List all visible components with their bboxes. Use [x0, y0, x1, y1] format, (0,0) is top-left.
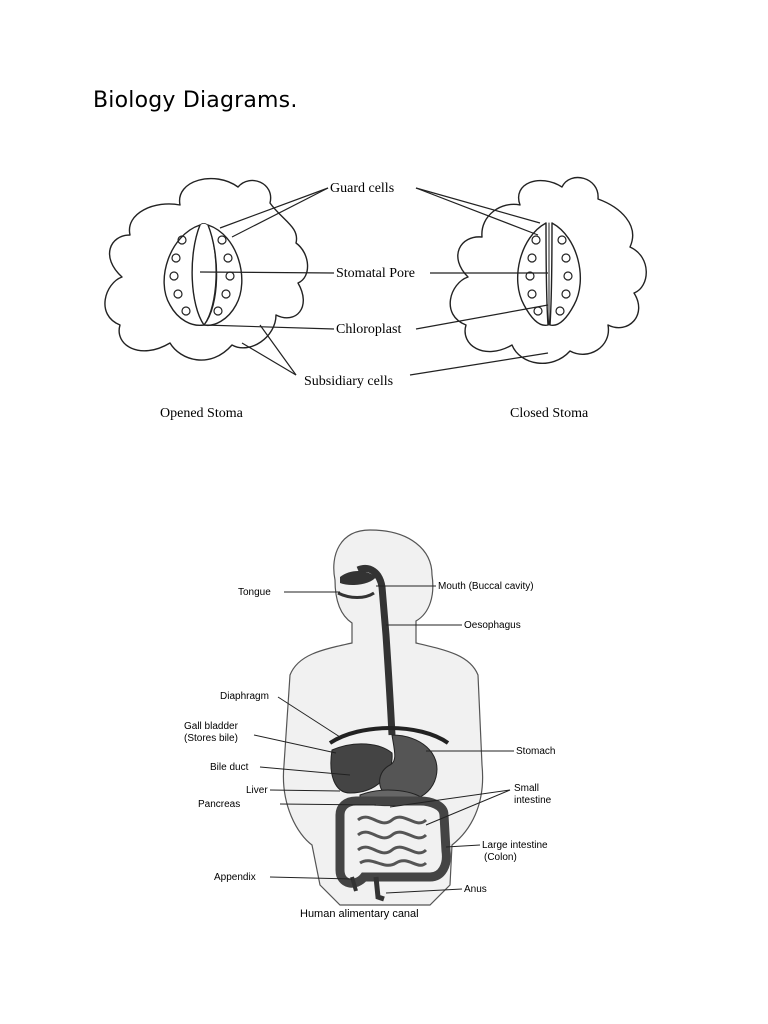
body-outline — [282, 529, 484, 906]
closed-stoma-subsidiary-cells — [449, 176, 647, 364]
label-small-intestine: Small — [514, 783, 539, 794]
label-guard-cells: Guard cells — [330, 181, 394, 196]
label-stomach: Stomach — [516, 746, 555, 757]
label-mouth: Mouth (Buccal cavity) — [438, 581, 534, 592]
closed-guard-cell-right — [549, 222, 581, 327]
label-diaphragm: Diaphragm — [220, 691, 269, 702]
page-heading: Biology Diagrams. — [93, 88, 298, 113]
label-small-intestine-2: intestine — [514, 795, 552, 806]
label-liver: Liver — [246, 785, 268, 796]
label-appendix: Appendix — [214, 872, 256, 883]
caption-human-alimentary-canal: Human alimentary canal — [300, 908, 419, 920]
caption-opened-stoma: Opened Stoma — [160, 406, 244, 421]
label-pancreas: Pancreas — [198, 799, 240, 810]
stomata-diagram: Guard cells Stomatal Pore Chloroplast Su… — [104, 176, 647, 421]
label-colon: (Colon) — [484, 852, 517, 863]
label-gall-bladder: Gall bladder — [184, 721, 239, 732]
closed-guard-cell-left — [517, 222, 549, 327]
label-gall-bladder-note: (Stores bile) — [184, 733, 238, 744]
opened-stoma-subsidiary-cells — [104, 177, 309, 361]
caption-closed-stoma: Closed Stoma — [510, 406, 589, 421]
label-oesophagus: Oesophagus — [464, 620, 521, 631]
label-large-intestine: Large intestine — [482, 840, 548, 851]
digestive-system-diagram: Tongue Mouth (Buccal cavity) Oesophagus … — [184, 529, 555, 920]
label-bile-duct: Bile duct — [210, 762, 249, 773]
label-stomatal-pore: Stomatal Pore — [336, 266, 415, 281]
label-subsidiary-cells: Subsidiary cells — [304, 374, 393, 389]
label-tongue: Tongue — [238, 587, 271, 598]
label-anus: Anus — [464, 884, 487, 895]
opened-guard-cell-right — [203, 224, 243, 327]
label-chloroplast: Chloroplast — [336, 322, 401, 337]
